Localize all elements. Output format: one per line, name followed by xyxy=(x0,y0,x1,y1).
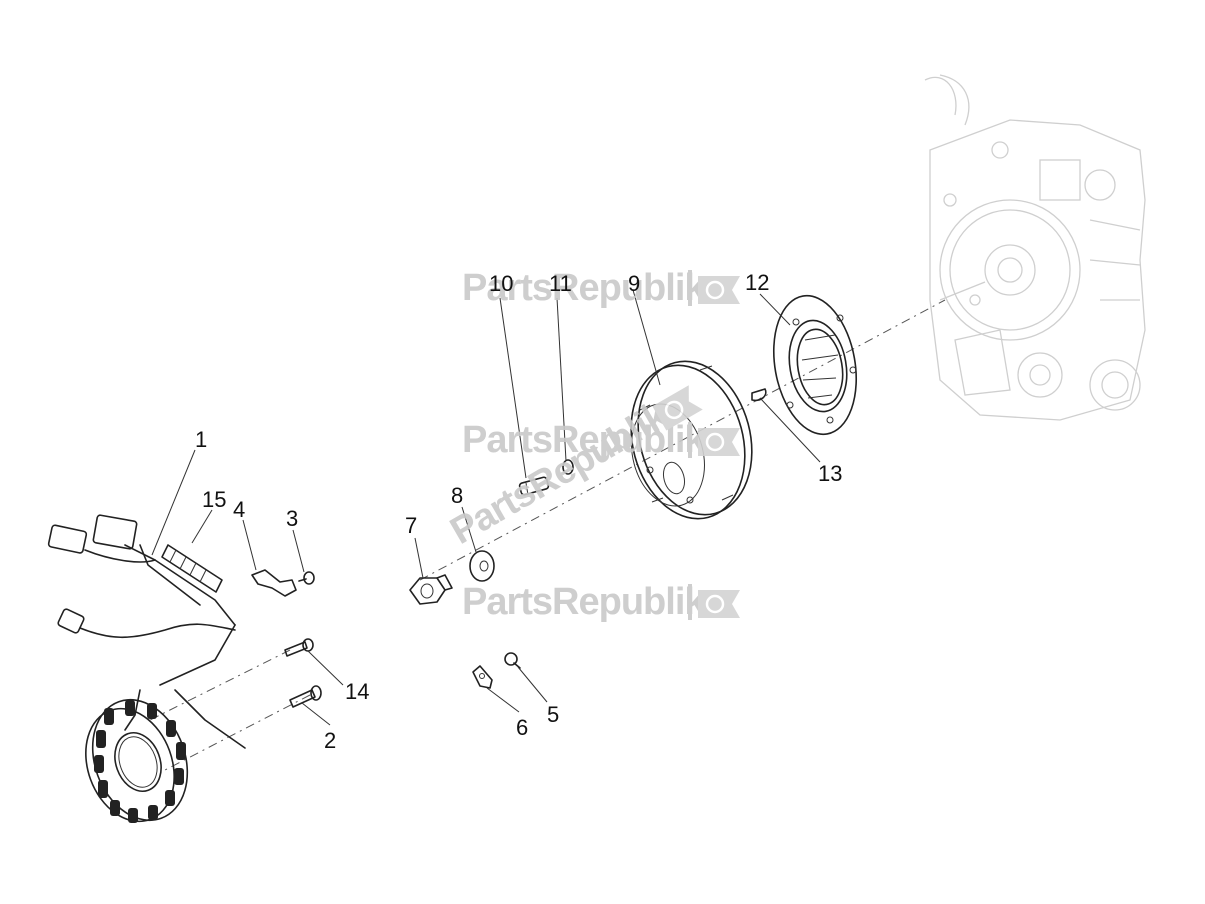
stator-wiring-harness-part-1 xyxy=(47,514,246,823)
callout-9: 9 xyxy=(628,271,640,296)
callout-1: 1 xyxy=(195,427,207,452)
gear-flag-icon xyxy=(698,428,740,456)
callout-10: 10 xyxy=(489,271,513,296)
grommet-part-15 xyxy=(161,544,223,593)
bolt-part-14 xyxy=(284,638,314,657)
callout-14: 14 xyxy=(345,679,369,704)
callout-15: 15 xyxy=(202,487,226,512)
gear-flag-icon xyxy=(698,276,740,304)
callout-5: 5 xyxy=(547,702,559,727)
leader-lines xyxy=(151,289,821,726)
bolt-part-10 xyxy=(518,476,550,496)
callout-4: 4 xyxy=(233,497,245,522)
cable-clip-part-4 xyxy=(251,569,297,597)
callout-3: 3 xyxy=(286,506,298,531)
svg-text:PartsRepublik: PartsRepublik xyxy=(462,581,706,623)
gear-flag-icon xyxy=(698,590,740,618)
callout-8: 8 xyxy=(451,483,463,508)
washer-part-11 xyxy=(562,459,574,475)
callout-labels: 1 2 3 4 5 6 7 8 9 10 11 12 13 14 15 xyxy=(195,270,842,753)
svg-text:PartsRepublik: PartsRepublik xyxy=(462,267,706,309)
freewheel-part xyxy=(772,294,858,436)
callout-6: 6 xyxy=(516,715,528,740)
watermark-group: PartsRepublik PartsRepublik PartsRepubli… xyxy=(444,267,740,623)
callout-12: 12 xyxy=(745,270,769,295)
clamp-plate-part-6 xyxy=(472,665,493,689)
callout-11: 11 xyxy=(549,271,572,296)
hex-nut-part-7 xyxy=(409,574,453,605)
gear-flag-icon xyxy=(652,385,703,431)
screw-part-5 xyxy=(504,652,521,669)
callout-13: 13 xyxy=(818,461,842,486)
washer-part-8 xyxy=(469,550,495,582)
callout-2: 2 xyxy=(324,728,336,753)
assembly-axis-lines xyxy=(149,299,946,771)
woodruff-key-part xyxy=(751,388,767,402)
watermark: PartsRepublik xyxy=(462,267,740,309)
callout-7: 7 xyxy=(405,513,417,538)
engine-crankcase xyxy=(924,74,1146,421)
screw-part-3 xyxy=(298,571,315,585)
bolt-part-2 xyxy=(289,685,322,708)
watermark: PartsRepublik xyxy=(462,581,740,623)
